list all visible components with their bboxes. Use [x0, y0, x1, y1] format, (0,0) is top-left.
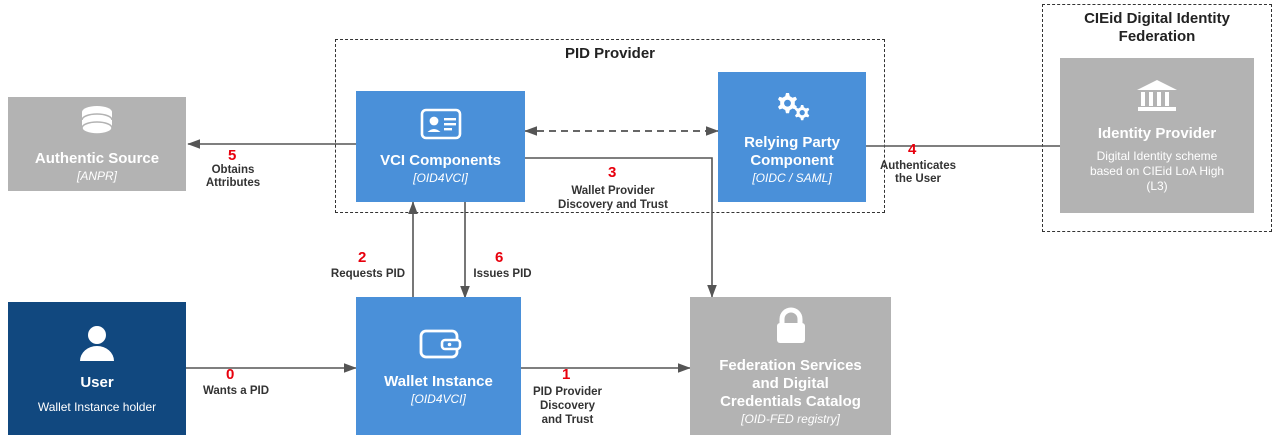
node-vci-components-title: VCI Components — [380, 152, 501, 169]
flow-label-4-line1: Authenticates — [879, 160, 957, 172]
flow-number-2: 2 — [358, 249, 367, 266]
flow-label-1-line2: Discovery — [540, 400, 595, 412]
group-pid-provider-title: PID Provider — [564, 45, 656, 62]
node-relying-party-title-line2: Component — [750, 151, 834, 169]
node-user-title: User — [80, 373, 114, 391]
flow-number-3: 3 — [608, 164, 617, 181]
node-federation-services[interactable]: Federation Services and Digital Credenti… — [690, 297, 891, 435]
id-card-icon — [419, 107, 463, 146]
node-identity-provider-title: Identity Provider — [1097, 124, 1217, 142]
flow-label-2-line1: Requests PID — [330, 268, 406, 280]
flow-label-0-line1: Wants a PID — [202, 385, 270, 397]
flow-number-5: 5 — [228, 147, 237, 164]
flow-label-3-line1: Wallet Provider — [571, 185, 655, 197]
node-federation-services-title-line2: and Digital — [752, 374, 829, 392]
node-wallet-instance-sub: [OID4VCI] — [411, 391, 466, 406]
node-vci-components[interactable]: VCI Components [OID4VCI] — [356, 91, 525, 202]
wallet-icon — [416, 326, 462, 367]
node-federation-services-title-line1: Federation Services — [719, 356, 862, 374]
node-wallet-instance-title: Wallet Instance — [384, 372, 493, 390]
flow-label-1-line3: and Trust — [541, 414, 594, 426]
node-identity-provider[interactable]: Identity Provider Digital Identity schem… — [1060, 58, 1254, 213]
user-icon — [75, 323, 119, 368]
flow-label-5-line1: Obtains — [211, 164, 255, 176]
flow-label-5-line2: Attributes — [205, 177, 261, 189]
bank-icon — [1134, 78, 1180, 119]
group-cieid-federation-title-line2: Federation — [1118, 28, 1196, 45]
node-relying-party-sub: [OIDC / SAML] — [752, 170, 832, 185]
node-vci-components-sub: [OID4VCI] — [413, 171, 468, 185]
node-federation-services-title-line3: Credentials Catalog — [720, 392, 861, 410]
flow-number-0: 0 — [226, 366, 235, 383]
flow-label-6-line1: Issues PID — [473, 268, 532, 280]
node-relying-party-title-line1: Relying Party — [744, 133, 840, 151]
node-identity-provider-sub-line2: based on CIEid LoA High — [1089, 163, 1225, 178]
node-wallet-instance[interactable]: Wallet Instance [OID4VCI] — [356, 297, 521, 435]
node-federation-services-sub: [OID-FED registry] — [741, 411, 840, 426]
database-icon — [75, 105, 119, 144]
node-identity-provider-sub-line1: Digital Identity scheme — [1096, 148, 1218, 163]
node-relying-party-component[interactable]: Relying Party Component [OIDC / SAML] — [718, 72, 866, 202]
gears-icon — [769, 89, 815, 128]
flow-number-4: 4 — [908, 141, 917, 158]
node-authentic-source-sub: [ANPR] — [76, 168, 117, 183]
node-identity-provider-sub-line3: (L3) — [1146, 178, 1168, 193]
flow-number-1: 1 — [562, 366, 571, 383]
node-authentic-source[interactable]: Authentic Source [ANPR] — [8, 97, 186, 191]
flow-label-3-line2: Discovery and Trust — [558, 199, 668, 211]
flow-number-6: 6 — [495, 249, 504, 266]
flow-label-1-line1: PID Provider — [532, 386, 603, 398]
lock-icon — [770, 306, 812, 351]
node-user-sub: Wallet Instance holder — [37, 399, 157, 414]
node-user[interactable]: User Wallet Instance holder — [8, 302, 186, 435]
group-cieid-federation-title-line1: CIEid Digital Identity — [1084, 10, 1230, 27]
group-cieid-federation — [1042, 4, 1272, 232]
flow-label-4-line2: the User — [894, 173, 942, 185]
node-authentic-source-title: Authentic Source — [34, 149, 160, 167]
